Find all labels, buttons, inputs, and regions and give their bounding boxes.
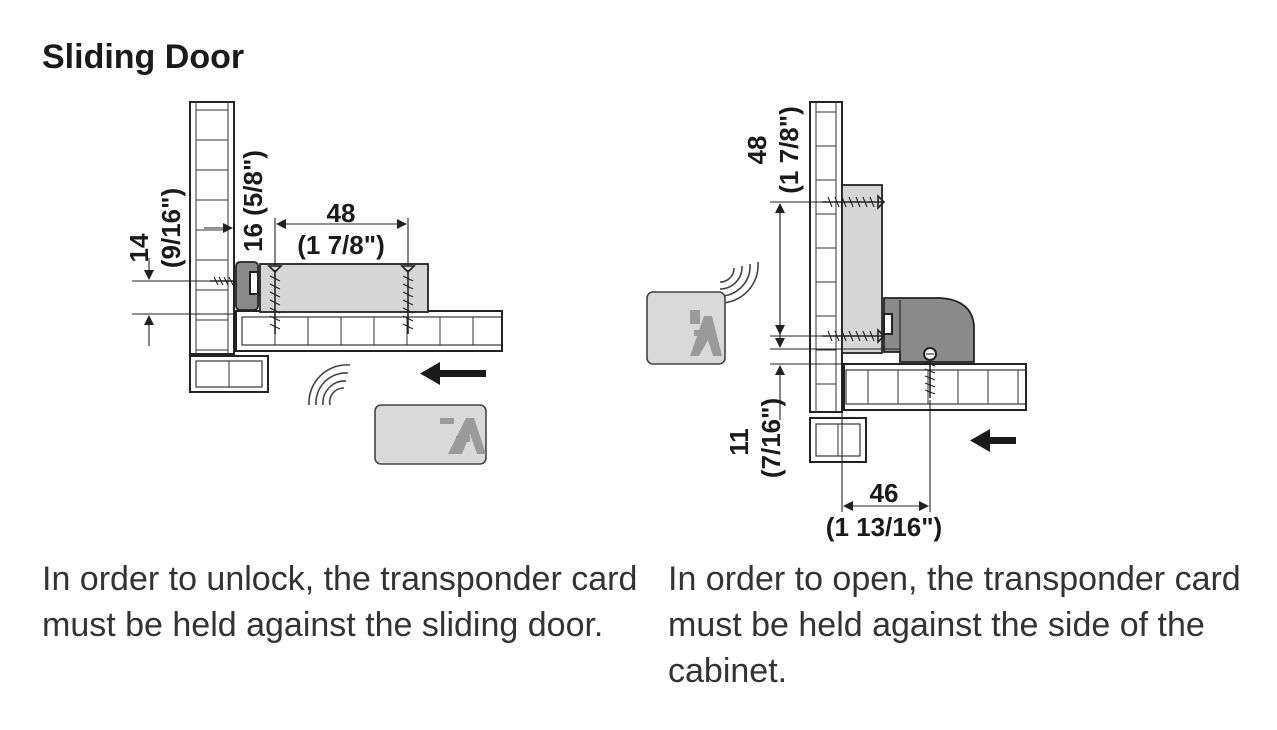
right-dim-46-value: 46	[870, 478, 899, 508]
left-dim-48-inch: (1 7/8")	[297, 230, 384, 260]
right-dimension-11: 11 (7/16")	[724, 330, 900, 478]
screw-icon	[923, 347, 937, 398]
left-caption: In order to unlock, the transponder card…	[42, 560, 638, 644]
signal-waves-icon	[719, 261, 759, 304]
signal-waves-icon	[308, 364, 351, 406]
left-lock-housing	[259, 263, 429, 313]
screw-icon	[210, 276, 236, 286]
right-dimension-48: 48 (1 7/8")	[742, 106, 822, 337]
right-lock-housing	[841, 184, 883, 354]
right-cabinet-side-panel	[809, 101, 843, 413]
left-dimension-16: 16 (5/8")	[204, 150, 268, 262]
right-door-panel	[843, 363, 1027, 411]
right-dimension-46: 46 (1 13/16")	[826, 400, 942, 542]
left-dimension-48: 48 (1 7/8")	[274, 198, 409, 266]
right-dim-11-inch: (7/16")	[756, 398, 786, 478]
page-title: Sliding Door	[42, 38, 245, 76]
arrow-left-icon	[970, 429, 1016, 452]
right-dim-46-inch: (1 13/16")	[826, 512, 942, 542]
left-receiver-block	[235, 261, 259, 311]
right-figure: 48 (1 7/8") 11 (7/16") 46 (1 13/16")	[646, 101, 1027, 542]
screw-icon	[822, 194, 886, 210]
right-dim-11-value: 11	[724, 428, 754, 456]
left-sliding-door	[235, 310, 503, 352]
right-dim-48-inch: (1 7/8")	[774, 106, 804, 193]
left-dim-14-inch: (9/16")	[156, 188, 186, 268]
right-lock-body	[883, 297, 975, 363]
right-caption: In order to open, the transponder card m…	[668, 560, 1241, 690]
transponder-card-icon	[646, 291, 726, 365]
left-dim-48-value: 48	[327, 198, 356, 228]
transponder-card-icon	[374, 404, 487, 465]
arrow-left-icon	[420, 362, 486, 385]
left-figure: 48 (1 7/8") 16 (5/8") 14 (9/16")	[124, 101, 503, 465]
left-bottom-panel	[189, 355, 269, 393]
screw-icon	[822, 328, 886, 344]
left-dimension-14: 14 (9/16")	[124, 188, 236, 346]
right-dim-48-value: 48	[742, 136, 772, 165]
right-bottom-panel	[809, 417, 867, 463]
left-dim-14-value: 14	[124, 233, 154, 262]
left-dim-16: 16 (5/8")	[238, 150, 268, 252]
